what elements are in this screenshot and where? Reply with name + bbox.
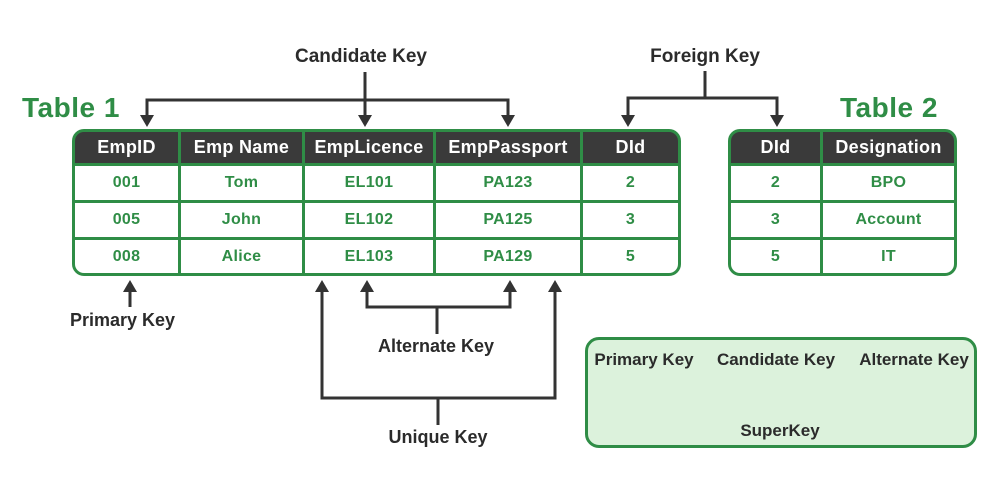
data-cell: 008 <box>75 240 178 273</box>
candidate-key-connector <box>140 72 515 127</box>
data-cell: EL101 <box>305 166 433 200</box>
header-cell: Designation <box>823 132 954 163</box>
header-cell: DId <box>583 132 678 163</box>
data-cell: Alice <box>181 240 302 273</box>
primary-key-label: Primary Key <box>70 310 176 330</box>
data-cell: John <box>181 203 302 237</box>
data-cell: 001 <box>75 166 178 200</box>
candidate-key-label: Candidate Key <box>295 46 427 67</box>
data-cell: PA123 <box>436 166 580 200</box>
table2-title: Table 2 <box>840 92 938 123</box>
foreign-key-connector <box>621 71 784 127</box>
superkey-box: Primary Key Candidate Key Alternate Key … <box>585 337 977 448</box>
foreign-key-label: Foreign Key <box>650 46 760 67</box>
superkey-candidate-key-label: Candidate Key <box>716 350 836 369</box>
superkey-alternate-key-label: Alternate Key <box>859 350 969 369</box>
data-cell: 2 <box>583 166 678 200</box>
header-cell: EmpLicence <box>305 132 433 163</box>
data-cell: 3 <box>583 203 678 237</box>
data-cell: 5 <box>731 240 820 273</box>
data-cell: Account <box>823 203 954 237</box>
data-cell: PA125 <box>436 203 580 237</box>
header-cell: DId <box>731 132 820 163</box>
table1-title: Table 1 <box>22 92 120 123</box>
data-cell: EL103 <box>305 240 433 273</box>
superkey-primary-key-label: Primary Key <box>594 350 694 369</box>
unique-key-label: Unique Key <box>388 427 488 447</box>
data-cell: Tom <box>181 166 302 200</box>
superkey-result-label: SuperKey <box>740 421 820 440</box>
primary-key-connector <box>123 280 137 307</box>
header-cell: EmpID <box>75 132 178 163</box>
data-cell: 005 <box>75 203 178 237</box>
alternate-key-connector <box>360 280 517 334</box>
data-cell: IT <box>823 240 954 273</box>
unique-key-connector <box>315 280 562 425</box>
data-cell: 3 <box>731 203 820 237</box>
header-cell: EmpPassport <box>436 132 580 163</box>
data-cell: PA129 <box>436 240 580 273</box>
data-cell: BPO <box>823 166 954 200</box>
data-cell: 5 <box>583 240 678 273</box>
data-cell: EL102 <box>305 203 433 237</box>
alternate-key-label: Alternate Key <box>377 336 495 356</box>
header-cell: Emp Name <box>181 132 302 163</box>
data-cell: 2 <box>731 166 820 200</box>
